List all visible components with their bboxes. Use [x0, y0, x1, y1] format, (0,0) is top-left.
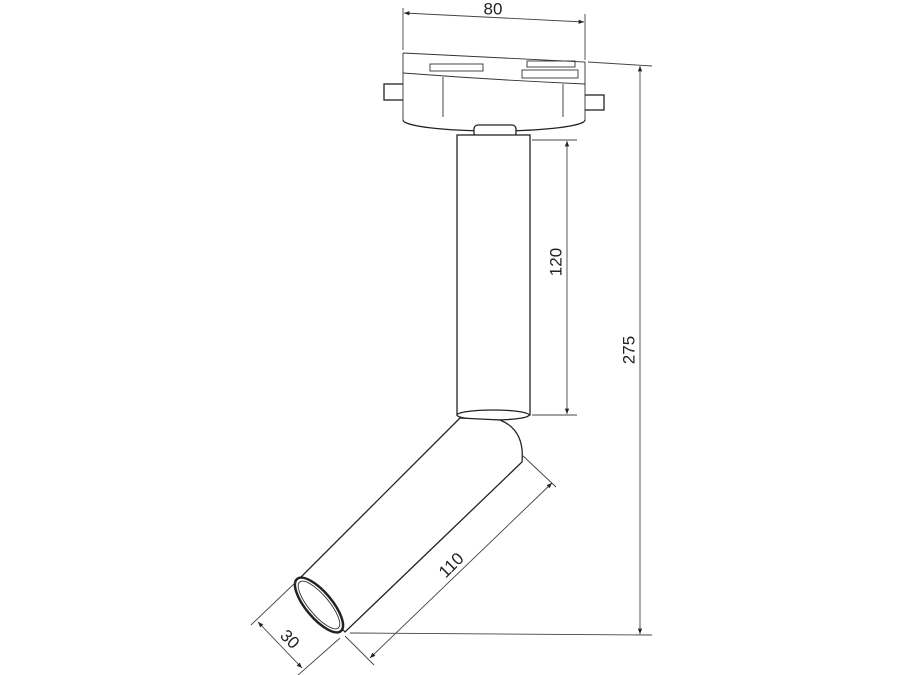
contact-slot [526, 60, 576, 68]
dimension-label-120: 120 [546, 248, 565, 276]
contact-slot [521, 69, 579, 79]
dimension-label-30: 30 [276, 626, 303, 653]
dimension-120: 120 [532, 139, 577, 416]
dimension-80: 80 [402, 0, 586, 60]
spotlight-head [293, 417, 523, 634]
stem [456, 124, 531, 421]
track-adapter [383, 52, 605, 132]
left-clip [383, 83, 405, 101]
dimension-label-110: 110 [435, 549, 468, 582]
dimension-label-275: 275 [619, 336, 638, 364]
contact-slot [429, 63, 484, 72]
dimension-label-80: 80 [484, 0, 503, 18]
right-clip [583, 94, 605, 111]
